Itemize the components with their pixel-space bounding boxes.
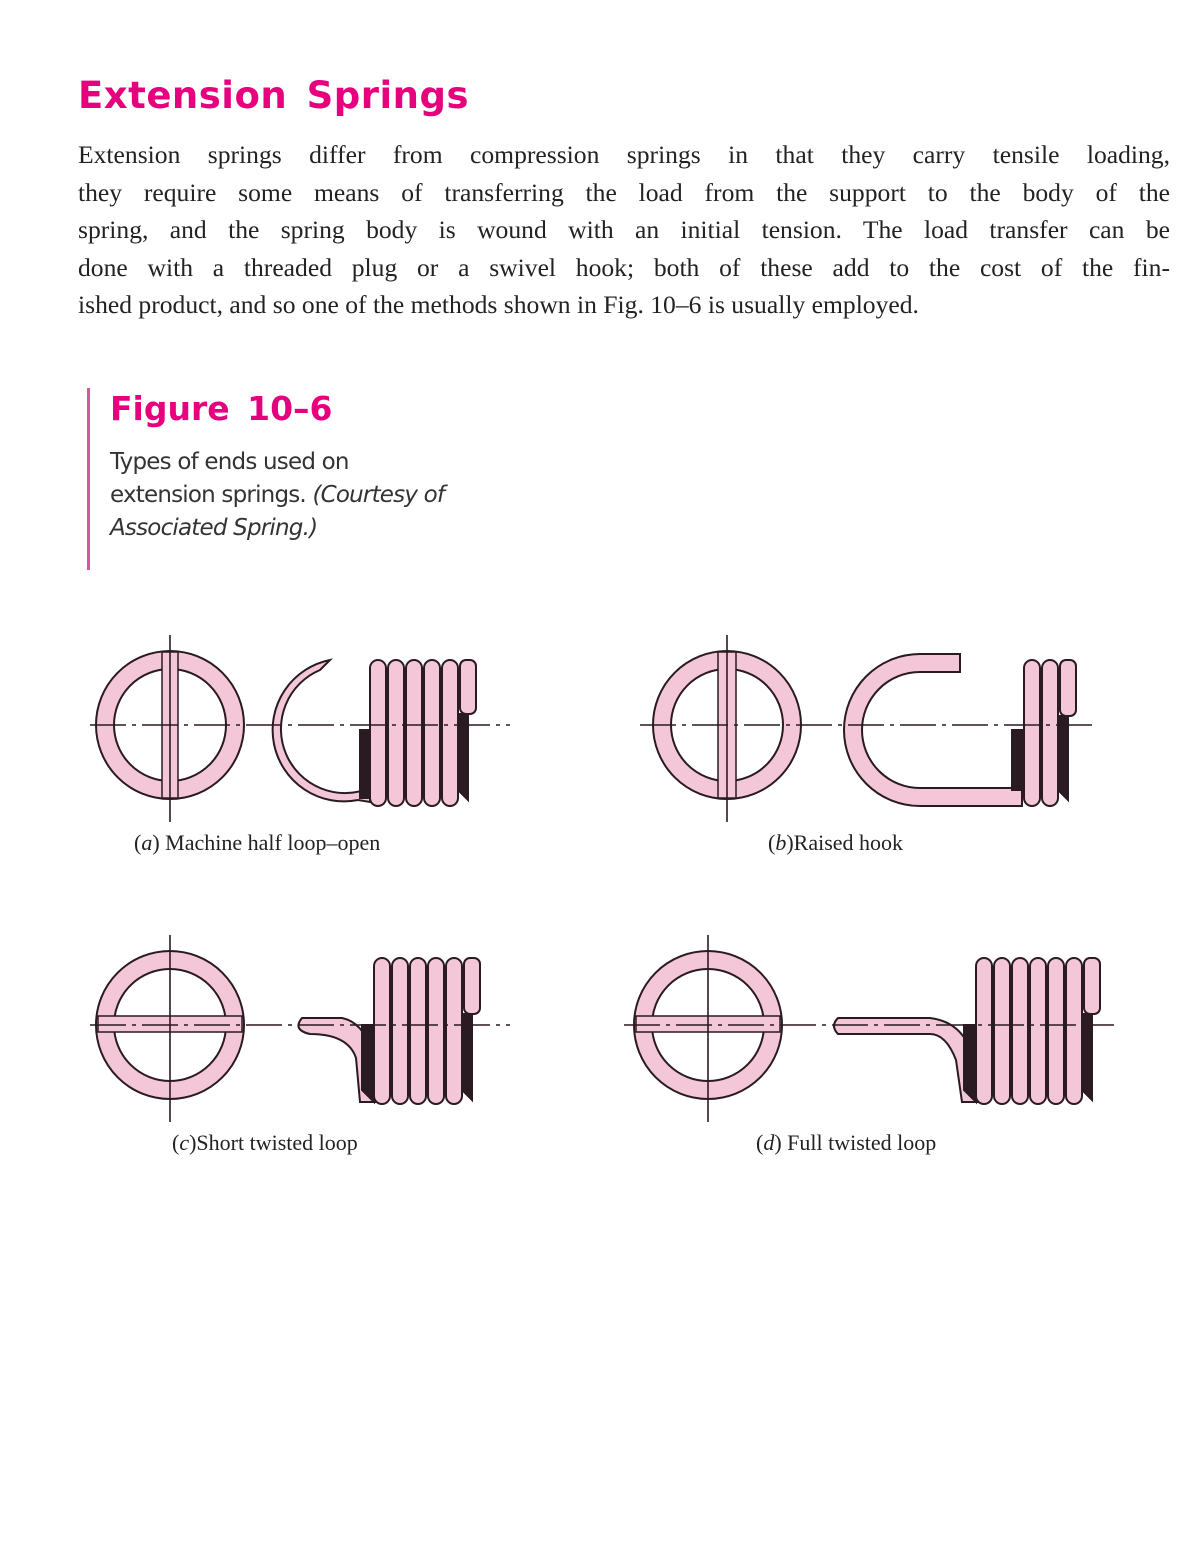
figure-title: Figure 10–6 — [110, 389, 333, 428]
paragraph-line: ished product, and so one of the methods… — [78, 290, 919, 319]
paragraph-line: they require some means of transferring … — [78, 177, 1170, 207]
caption-line: Types of ends used on — [110, 449, 350, 475]
caption-credit: (Courtesy of — [312, 482, 445, 508]
paragraph-line: spring, and the spring body is wound wit… — [78, 215, 1170, 244]
caption-line: extension springs. — [110, 482, 313, 508]
caption-credit: Associated Spring.) — [110, 515, 318, 541]
figure-panel-c: (c)Short twisted loop — [80, 930, 520, 1155]
section-heading: Extension Springs — [78, 74, 470, 117]
paragraph-line: Extension springs differ from compressio… — [78, 140, 1170, 169]
spring-end-full-twisted-loop-drawing — [624, 935, 1114, 1122]
figure-caption: Types of ends used on extension springs.… — [110, 446, 530, 545]
figure-panel-a: (a) Machine half loop–open — [80, 630, 520, 855]
panel-label-a: (a) Machine half loop–open — [134, 830, 381, 855]
figure-caption-block: Figure 10–6 Types of ends used on extens… — [87, 388, 530, 570]
figure-panel-d: (d) Full twisted loop — [610, 930, 1120, 1155]
spring-end-short-twisted-loop-drawing — [90, 935, 510, 1122]
figure-panel-b: (b)Raised hook — [620, 630, 1100, 855]
paragraph-line: done with a threaded plug or a swivel ho… — [78, 252, 1170, 282]
spring-end-raised-hook-drawing — [640, 635, 1092, 822]
spring-end-machine-half-loop-drawing — [90, 635, 510, 822]
panel-label-c: (c)Short twisted loop — [172, 1130, 358, 1155]
body-paragraph: Extension springs differ from compressio… — [78, 136, 1170, 324]
panel-label-b: (b)Raised hook — [768, 830, 904, 855]
panel-label-d: (d) Full twisted loop — [756, 1130, 937, 1155]
